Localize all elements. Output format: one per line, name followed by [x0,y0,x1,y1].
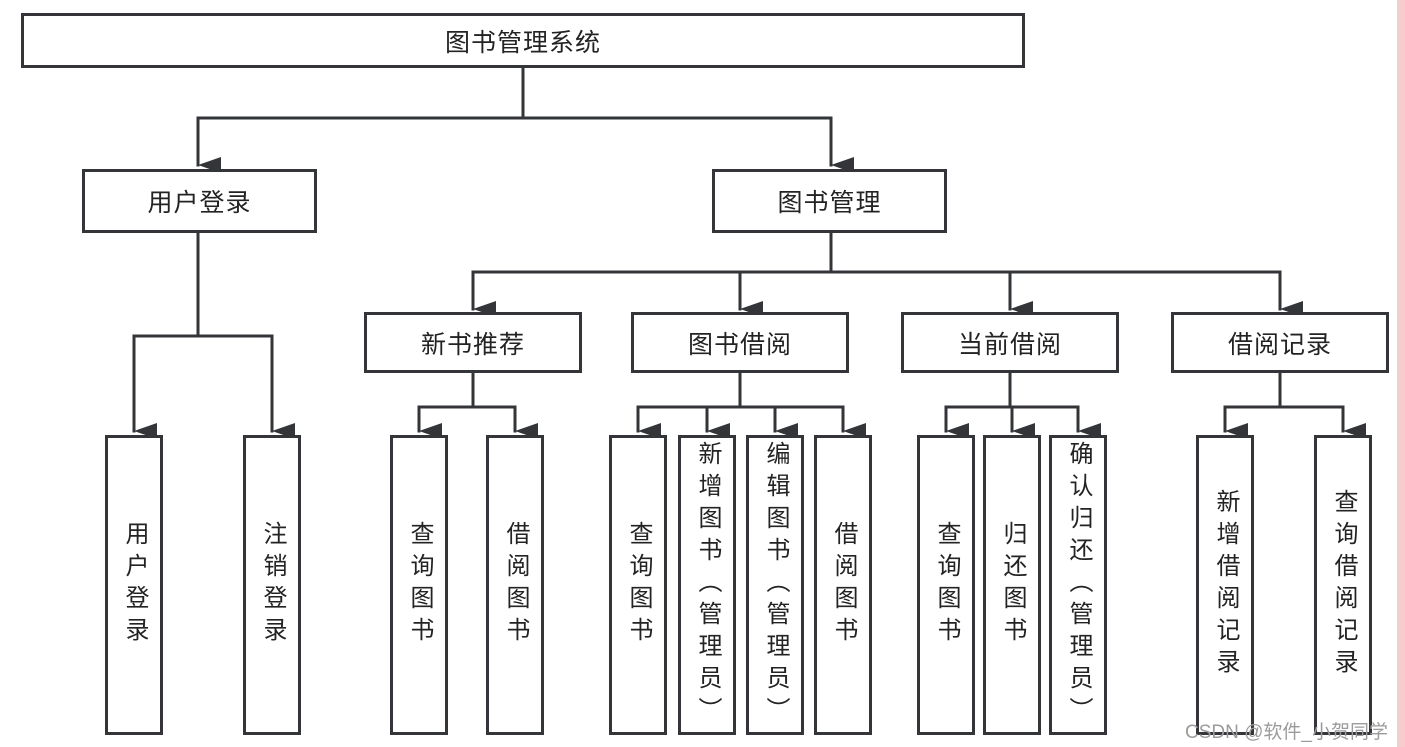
node-borrow-records: 借阅记录 [1171,312,1389,373]
node-label: 图书管理 [777,189,882,217]
leaf-rc-query-record: 查询借阅记录 [1314,435,1372,735]
node-label: 用户登录 [147,189,252,217]
csdn-watermark: CSDN @软件_小贺同学 [1185,722,1388,743]
leaf-bw-edit-book-admin: 编辑图书（管理员） [746,435,804,735]
node-label: 编辑图书（管理员） [762,441,789,729]
leaf-cu-return-book: 归还图书 [983,435,1041,735]
leaf-nb-borrow-book: 借阅图书 [486,435,544,735]
node-current-borrow: 当前借阅 [901,312,1119,373]
csdn-accent-strip [1397,0,1405,747]
node-label: 当前借阅 [957,330,1062,359]
node-label: 确认归还（管理员） [1065,441,1092,729]
node-label: 归还图书 [999,521,1026,649]
node-new-book-recommend: 新书推荐 [364,312,582,373]
leaf-bw-query-book: 查询图书 [609,435,667,735]
node-label: 查询图书 [933,521,960,649]
node-label: 查询借阅记录 [1330,489,1357,681]
node-label: 图书管理系统 [444,28,601,57]
leaf-bw-add-book-admin: 新增图书（管理员） [678,435,736,735]
leaf-bw-borrow-book: 借阅图书 [814,435,872,735]
node-label: 借阅图书 [830,521,857,649]
node-label: 查询图书 [406,521,433,649]
node-book-borrow: 图书借阅 [631,312,849,373]
node-label: 借阅记录 [1227,330,1332,359]
node-label: 新增图书（管理员） [694,441,721,729]
leaf-logout: 注销登录 [243,435,301,735]
leaf-nb-query-book: 查询图书 [390,435,448,735]
node-label: 新增借阅记录 [1212,489,1239,681]
leaf-rc-add-record: 新增借阅记录 [1196,435,1254,735]
node-label: 查询图书 [625,521,652,649]
node-label: 注销登录 [259,521,286,649]
leaf-user-login: 用户登录 [105,435,163,735]
node-label: 新书推荐 [420,330,525,359]
leaf-cu-confirm-return-admin: 确认归还（管理员） [1049,435,1107,735]
node-user-login: 用户登录 [82,169,317,233]
node-label: 图书借阅 [687,330,792,359]
leaf-cu-query-book: 查询图书 [917,435,975,735]
node-book-management: 图书管理 [712,169,947,233]
node-library-system: 图书管理系统 [21,13,1025,68]
node-label: 借阅图书 [502,521,529,649]
node-label: 用户登录 [121,521,148,649]
